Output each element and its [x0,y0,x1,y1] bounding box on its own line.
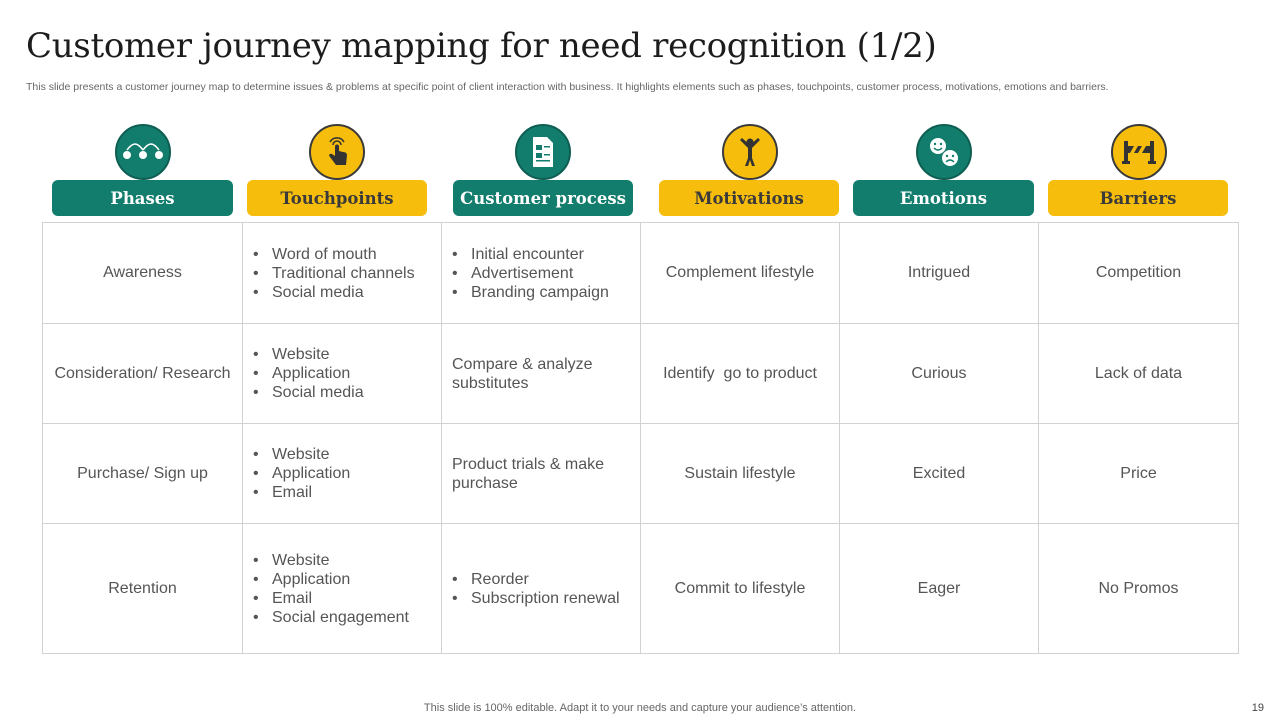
process-cell: Compare & analyze substitutes [441,323,641,424]
list-item: Word of mouth [253,245,431,264]
motivation-cell: Complement lifestyle [640,222,840,324]
list-item: Reorder [452,570,630,589]
touchpoints-cell: Website Application Email [242,423,442,524]
table-row: Consideration/ Research Website Applicat… [42,323,1239,424]
list-item: Application [253,464,431,483]
list-item: Website [253,445,431,464]
page-title: Customer journey mapping for need recogn… [26,26,937,66]
phases-flow-icon [115,124,171,180]
motivation-person-icon [722,124,778,180]
motivation-cell: Commit to lifestyle [640,523,840,654]
page-subtitle: This slide presents a customer journey m… [26,81,1109,93]
header-emotions: Emotions [853,180,1034,216]
touchpoints-cell: Website Application Social media [242,323,442,424]
phase-cell: Purchase/ Sign up [42,423,243,524]
emotions-faces-icon [916,124,972,180]
list-item: Email [253,483,431,502]
journey-table: Awareness Word of mouth Traditional chan… [42,222,1239,654]
phase-cell: Consideration/ Research [42,323,243,424]
barrier-cell: Price [1038,423,1239,524]
list-item: Branding campaign [452,283,630,302]
list-item: Application [253,570,431,589]
emotion-cell: Intrigued [839,222,1039,324]
header-phases: Phases [52,180,233,216]
table-row: Awareness Word of mouth Traditional chan… [42,222,1239,324]
barrier-cell: Lack of data [1038,323,1239,424]
header-customer-process: Customer process [453,180,633,216]
list-item: Website [253,551,431,570]
emotion-cell: Excited [839,423,1039,524]
list-item: Advertisement [452,264,630,283]
table-row: Retention Website Application Email Soci… [42,523,1239,654]
process-cell: Initial encounter Advertisement Branding… [441,222,641,324]
emotion-cell: Curious [839,323,1039,424]
header-barriers: Barriers [1048,180,1228,216]
barrier-cell: Competition [1038,222,1239,324]
list-item: Social engagement [253,608,431,627]
list-item: Traditional channels [253,264,431,283]
motivation-cell: Sustain lifestyle [640,423,840,524]
footer-note: This slide is 100% editable. Adapt it to… [423,702,857,714]
barrier-icon [1111,124,1167,180]
list-item: Website [253,345,431,364]
process-cell: Product trials & make purchase [441,423,641,524]
list-item: Application [253,364,431,383]
phase-cell: Retention [42,523,243,654]
list-item: Initial encounter [452,245,630,264]
list-item: Social media [253,283,431,302]
touch-hand-icon [309,124,365,180]
page-number: 19 [1251,702,1264,714]
phase-cell: Awareness [42,222,243,324]
motivation-cell: Identify go to product [640,323,840,424]
header-motivations: Motivations [659,180,839,216]
list-item: Email [253,589,431,608]
process-cell: Reorder Subscription renewal [441,523,641,654]
process-document-icon [515,124,571,180]
table-row: Purchase/ Sign up Website Application Em… [42,423,1239,524]
list-item: Social media [253,383,431,402]
emotion-cell: Eager [839,523,1039,654]
header-touchpoints: Touchpoints [247,180,427,216]
touchpoints-cell: Website Application Email Social engagem… [242,523,442,654]
touchpoints-cell: Word of mouth Traditional channels Socia… [242,222,442,324]
barrier-cell: No Promos [1038,523,1239,654]
list-item: Subscription renewal [452,589,630,608]
